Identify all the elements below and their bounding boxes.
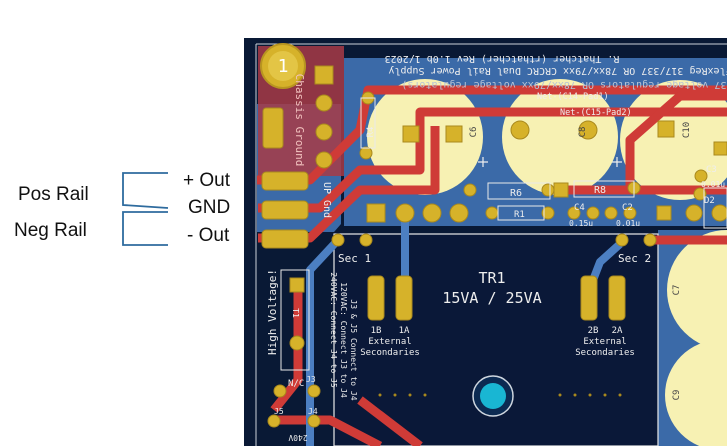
svg-text:External: External: [583, 337, 626, 347]
gnd-label: GND: [188, 197, 231, 218]
net-c15-label: Net-(C15-Pad2): [560, 108, 632, 118]
svg-text:2B: 2B: [588, 326, 599, 336]
silkscreen-text: R. Thatcher (rthatcher) Rev 1.0b 1/2023 …: [266, 53, 727, 442]
svg-text:D2: D2: [704, 196, 715, 206]
pads: [261, 65, 727, 428]
neg-rail-bracket: [122, 211, 168, 246]
svg-text:C3: C3: [706, 165, 717, 175]
svg-text:C6: C6: [469, 127, 479, 138]
transformer-rating: 15VA / 25VA: [442, 289, 541, 307]
svg-text:C2: C2: [622, 203, 633, 213]
svg-text:UP Gnd: UP Gnd: [321, 182, 332, 218]
high-voltage-warning: High Voltage!: [266, 269, 279, 355]
svg-text:R8: R8: [594, 185, 606, 196]
svg-text:240V: 240V: [288, 433, 307, 442]
chassis-ground-text: Chassis Ground: [293, 74, 306, 167]
svg-text:C10: C10: [682, 122, 692, 138]
silkscreen-outlines: [280, 97, 727, 371]
svg-text:Secondaries: Secondaries: [360, 348, 420, 358]
neg-rail-label: Neg Rail: [14, 220, 87, 241]
pos-rail-label: Pos Rail: [18, 184, 89, 205]
svg-text:C4: C4: [574, 203, 585, 213]
svg-text:120VAC: Connect J3 to J4: 120VAC: Connect J3 to J4: [339, 282, 348, 398]
plus-out-label: + Out: [183, 170, 230, 191]
svg-text:R4: R4: [366, 127, 376, 138]
svg-text:2A: 2A: [612, 326, 623, 336]
cap-c9-body: [665, 340, 727, 446]
svg-text:1A: 1A: [399, 326, 410, 336]
sec2-label: Sec 2: [618, 252, 651, 265]
cap-c6-body: [367, 79, 483, 195]
svg-text:0.15u: 0.15u: [569, 219, 593, 228]
svg-text:R1: R1: [514, 210, 525, 220]
sec1-label: Sec 1: [338, 252, 371, 265]
svg-text:0.01u: 0.01u: [701, 180, 725, 189]
pcb-header-line3: (Use LM317/337 voltage regulators OR 78x…: [401, 79, 727, 90]
copper-traces: [257, 85, 727, 446]
minus-out-label: - Out: [187, 225, 230, 246]
pos-rail-bracket: [122, 172, 169, 209]
net-c14-label: Net-(C14-Pad1): [537, 92, 609, 102]
svg-text:240VAC: Connect J4 to J5: 240VAC: Connect J4 to J5: [329, 272, 338, 388]
bracket-group: [122, 172, 169, 246]
svg-text:J3: J3: [306, 375, 316, 384]
pcb-header-line1: R. Thatcher (rthatcher) Rev 1.0b 1/2023: [385, 53, 620, 64]
svg-text:0.01u: 0.01u: [616, 219, 640, 228]
svg-text:T1: T1: [291, 308, 300, 318]
svg-text:C7: C7: [672, 285, 682, 296]
svg-text:C8: C8: [578, 127, 588, 138]
pcb-header-line2: FlexReg 317/337 OR 78xx/79xx CRCRC Dual …: [388, 65, 727, 76]
svg-text:N/C: N/C: [288, 379, 304, 389]
svg-text:R6: R6: [510, 188, 522, 199]
svg-text:1B: 1B: [371, 326, 382, 336]
mounting-hole-number: 1: [278, 56, 289, 77]
svg-text:J3 & J5 Connect to J4: J3 & J5 Connect to J4: [349, 299, 358, 400]
svg-text:J5: J5: [274, 407, 284, 416]
svg-text:Secondaries: Secondaries: [575, 348, 635, 358]
cap-c7-body: [667, 230, 727, 350]
svg-text:External: External: [368, 337, 411, 347]
svg-text:J4: J4: [308, 407, 318, 416]
svg-text:C9: C9: [672, 390, 682, 401]
transformer-ref: TR1: [478, 269, 505, 287]
